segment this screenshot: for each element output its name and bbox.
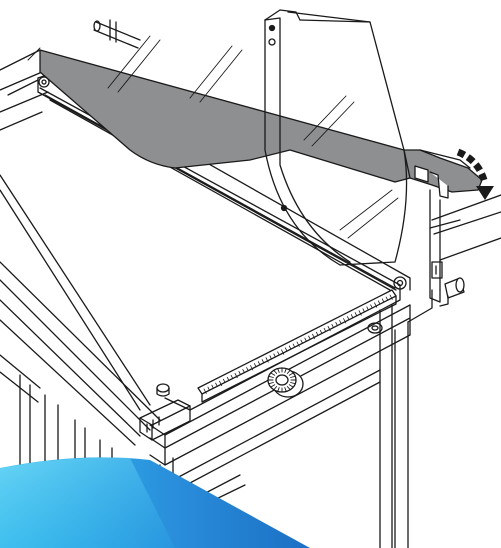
ruler-tick <box>288 345 292 350</box>
ruler-tick <box>343 318 347 324</box>
ruler-tick <box>339 320 342 324</box>
rear-rod <box>93 19 141 49</box>
ruler-tick <box>253 363 257 367</box>
ruler-tick <box>312 333 316 340</box>
knurl-line <box>268 382 274 385</box>
table-top <box>0 73 411 466</box>
cutting-blade <box>39 49 483 199</box>
knurl-line <box>288 384 294 388</box>
ruler-tick <box>273 353 276 357</box>
glass-reflections <box>27 35 399 239</box>
ruler-tick <box>207 386 210 391</box>
corner-band <box>0 457 310 548</box>
ruler-tick <box>238 370 241 375</box>
knurl-line <box>286 369 291 374</box>
knurl-line <box>284 387 287 392</box>
ruler-tick <box>350 314 354 318</box>
ruler-tick <box>304 337 307 342</box>
ruler-tick <box>300 339 303 344</box>
ruler-tick <box>211 384 214 389</box>
knurl-line <box>268 375 274 378</box>
ruler-tick <box>319 329 323 334</box>
ruler-tick <box>331 323 334 328</box>
ruler-tick <box>374 302 378 308</box>
ruler-tick <box>346 316 350 320</box>
ruler-tick <box>281 349 285 355</box>
ruler-tick <box>381 298 385 303</box>
ruler-tick <box>284 347 288 352</box>
ruler-tick <box>215 382 218 387</box>
ruler-tick <box>377 300 381 305</box>
ruler-tick <box>296 341 300 347</box>
ruler-tick <box>277 351 280 355</box>
knurl-line <box>286 386 291 391</box>
knurl-line <box>288 372 294 376</box>
ruler-tick <box>257 361 261 365</box>
ruler-tick <box>315 331 319 336</box>
knurl-line <box>277 368 280 373</box>
ruler-tick <box>370 304 373 308</box>
ruler-tick <box>265 357 269 363</box>
ruler-tick <box>385 296 388 301</box>
ruler-tick <box>261 359 264 363</box>
clamp-knob-icon <box>267 367 304 398</box>
ruler-tick <box>335 321 338 326</box>
blade-guard <box>264 9 408 266</box>
knurl-line <box>270 384 276 388</box>
table-top-rear <box>0 49 49 131</box>
knurl-line <box>273 369 278 374</box>
ruler-tick <box>226 376 230 381</box>
ruler-tick <box>292 343 295 348</box>
table-frame <box>0 194 501 548</box>
ruler-tick <box>230 374 233 379</box>
ruler-tick <box>323 327 326 332</box>
knurl-line <box>273 386 278 391</box>
ruler-tick <box>219 380 223 387</box>
knurl-line <box>277 387 280 392</box>
ruler-tick <box>242 368 245 373</box>
ruler-tick <box>250 365 254 371</box>
ruler-tick <box>234 372 238 379</box>
knurl-line <box>290 382 296 385</box>
knurl-line <box>290 375 296 378</box>
knurl-line <box>270 372 276 376</box>
ruler-tick <box>389 294 393 300</box>
front-ruler <box>197 289 397 403</box>
ruler-tick <box>354 312 357 316</box>
knurl-line <box>284 368 287 373</box>
front-stop-block <box>139 399 191 441</box>
ruler-tick <box>366 306 369 310</box>
ruler-tick <box>222 378 226 383</box>
ruler-tick <box>246 367 249 371</box>
rotation-arrow-icon <box>456 148 494 200</box>
ruler-tick <box>203 388 207 394</box>
ruler-tick <box>362 308 365 312</box>
ruler-tick <box>327 325 331 332</box>
ruler-tick <box>308 335 311 340</box>
ruler-tick <box>358 310 362 316</box>
hinge-bracket <box>419 149 471 307</box>
ruler-tick <box>269 355 272 359</box>
